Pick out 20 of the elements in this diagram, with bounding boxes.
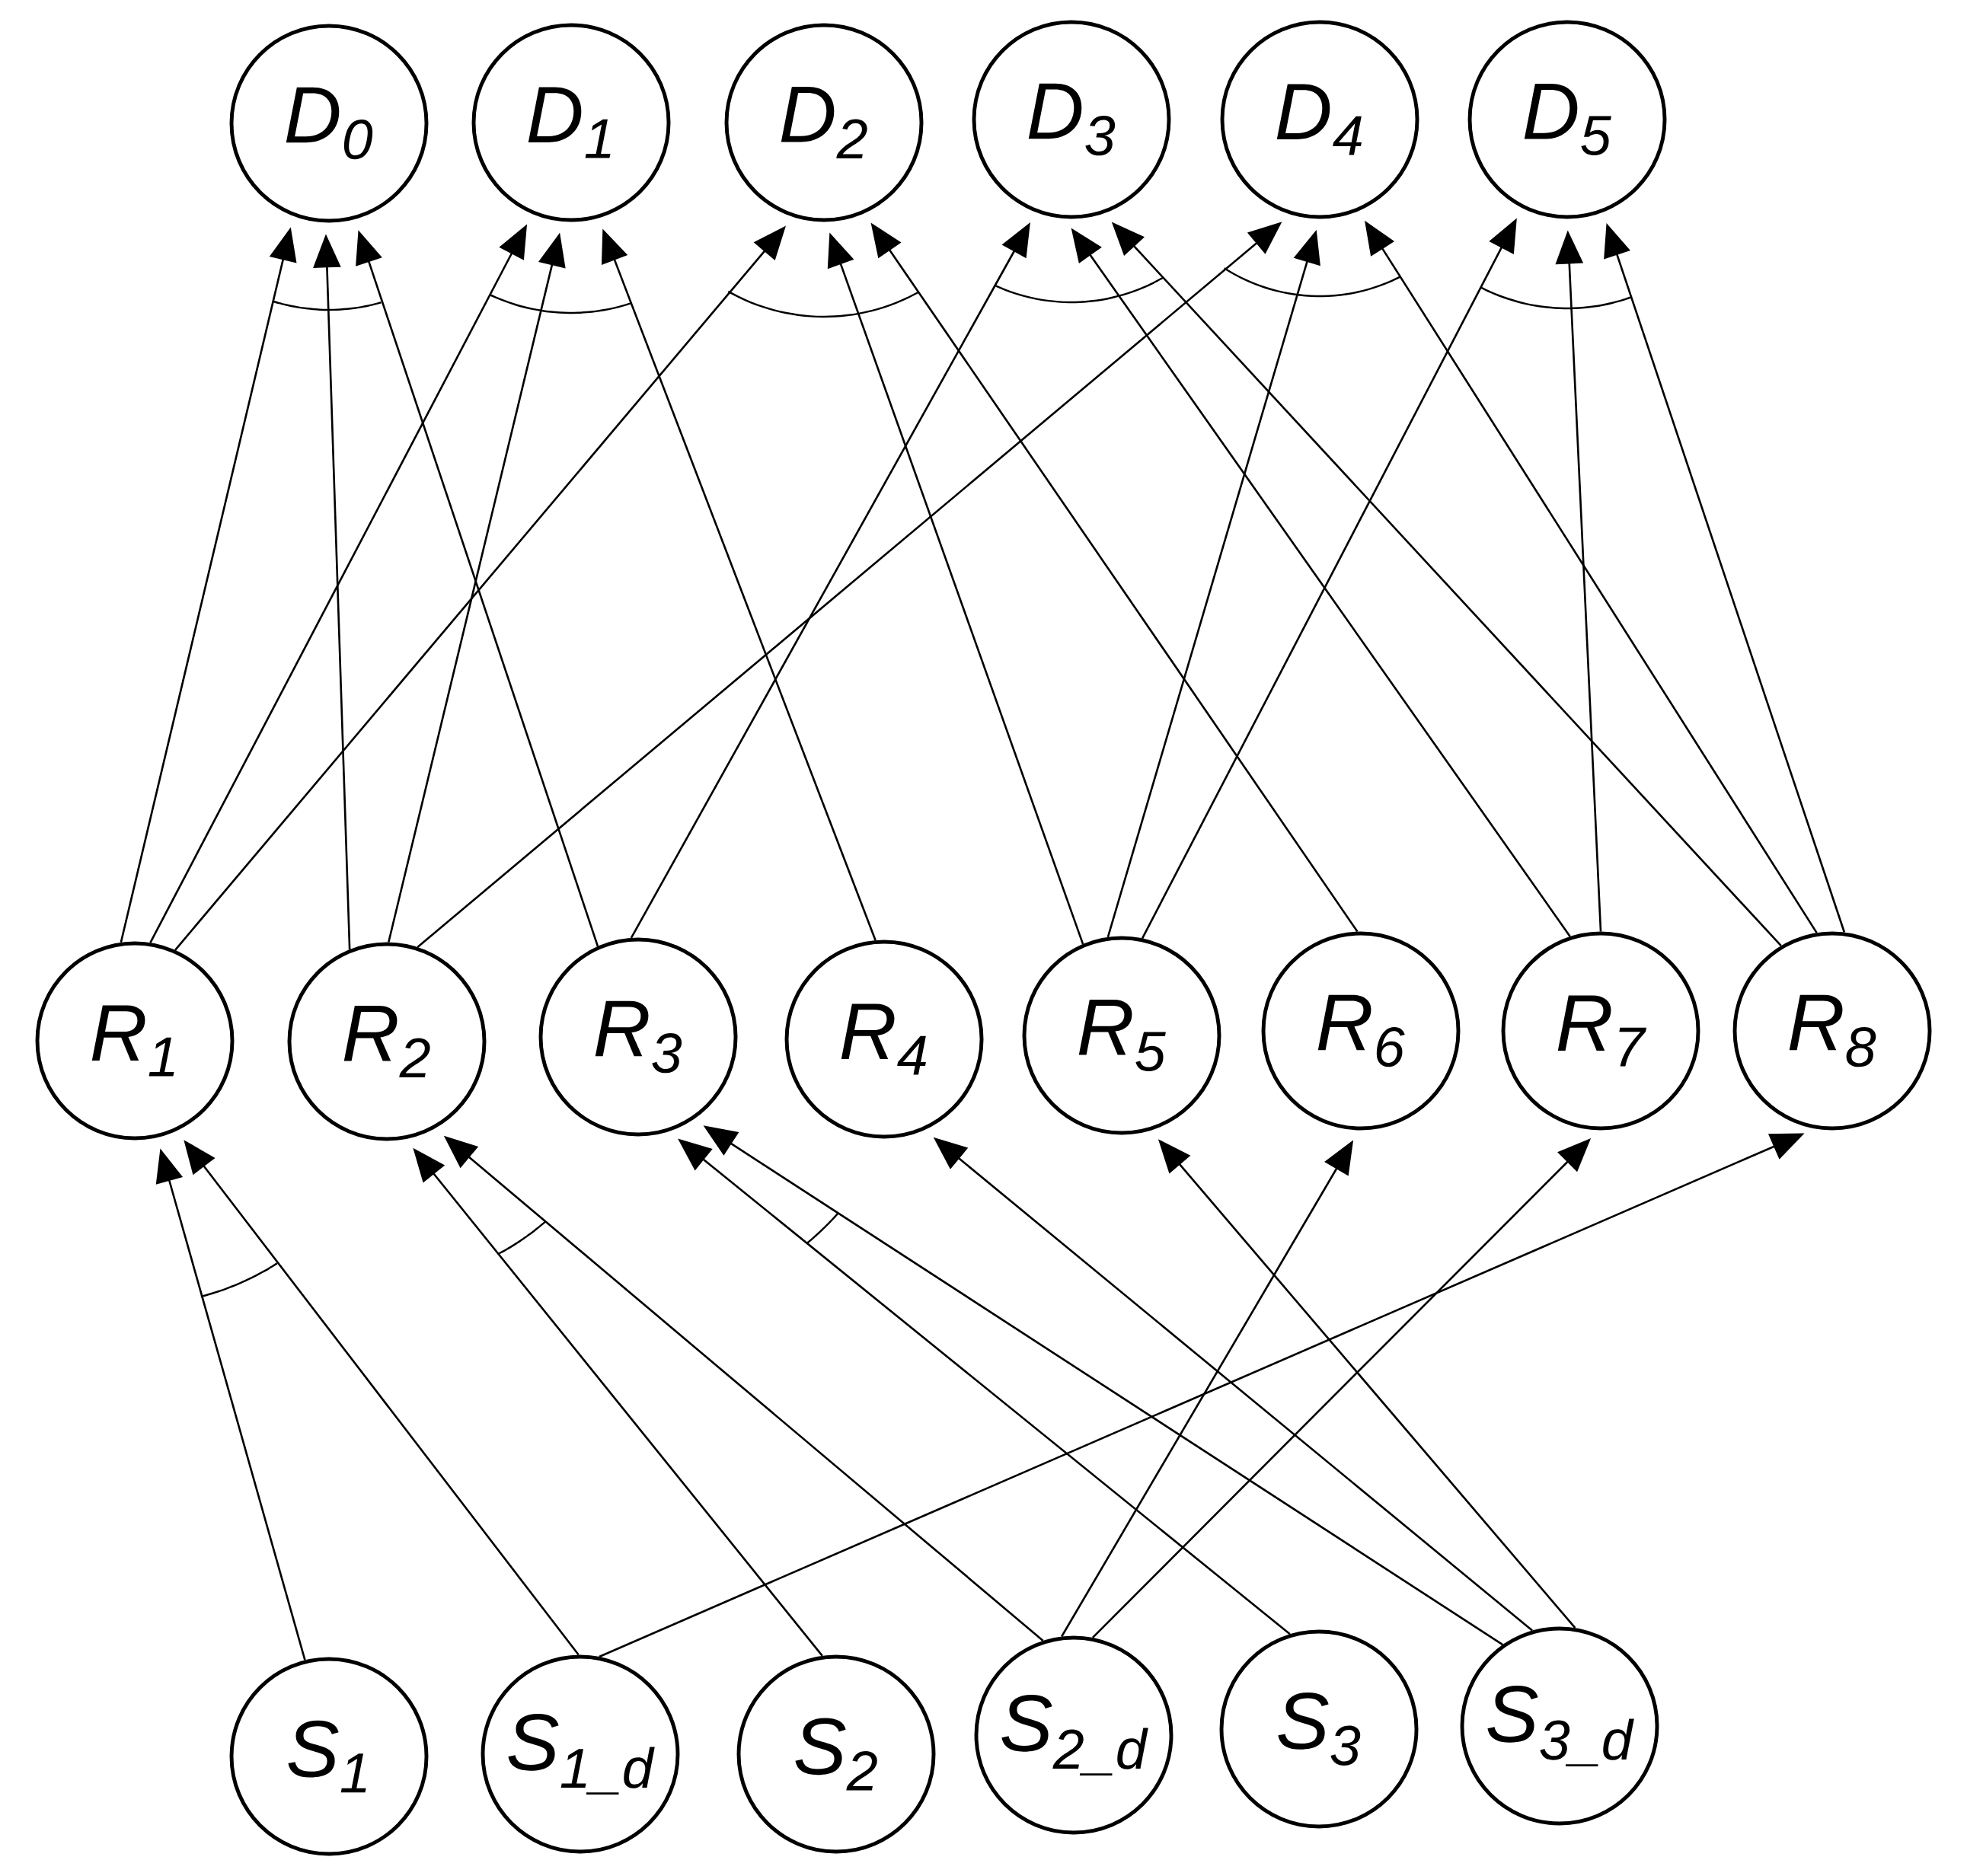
circle-node: D$_{2}$: [724, 23, 924, 222]
circle-node: S$_{3_d}$: [1460, 1626, 1659, 1826]
circle-node: D$_{5}$: [1467, 20, 1667, 219]
circle-node: S$_{1}$: [229, 1657, 429, 1856]
circle-node: R$_{1}$: [35, 941, 235, 1141]
circle-node: D$_{0}$: [229, 24, 429, 223]
circle-node: R$_{7}$: [1501, 931, 1700, 1131]
circle-node: D$_{3}$: [972, 20, 1171, 219]
circle-node: R$_{6}$: [1261, 931, 1461, 1131]
circle-node: S$_{3}$: [1219, 1629, 1419, 1829]
circle-node: S$_{1_d}$: [481, 1654, 680, 1854]
circle-node: R$_{4}$: [784, 940, 984, 1139]
circle-node: R$_{3}$: [538, 937, 738, 1137]
circle-node: D$_{1}$: [471, 23, 671, 222]
circle-node: R$_{5}$: [1022, 936, 1221, 1135]
circle-node: D$_{4}$: [1220, 20, 1419, 219]
circle-node: R$_{8}$: [1732, 931, 1932, 1131]
circle-node: S$_{2}$: [736, 1654, 936, 1854]
circle-node: R$_{2}$: [287, 942, 487, 1141]
circle-node: S$_{2_d}$: [974, 1635, 1173, 1835]
